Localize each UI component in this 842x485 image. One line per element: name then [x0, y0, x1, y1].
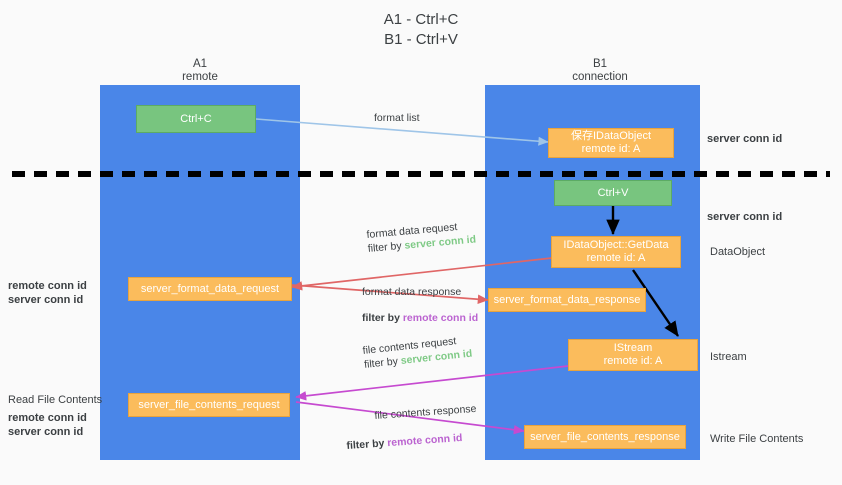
filter-prefix: filter by: [363, 355, 402, 371]
lane-header-a1: A1 remote: [125, 58, 275, 84]
annotation-dataobject: DataObject: [710, 246, 766, 258]
edge-label-format-list: format list: [374, 112, 420, 124]
lane-a1-sub: remote: [182, 71, 218, 83]
node-istream-line1: IStream: [613, 342, 653, 354]
annotation-left-conn-ids-2: remote conn id server conn id: [8, 411, 87, 439]
annotation-server-conn-id-top: server conn id: [707, 133, 783, 145]
node-server-file-contents-request[interactable]: server_file_contents_request: [128, 393, 290, 417]
annotation-server-conn-id-2: server conn id: [8, 426, 84, 438]
edge-label-format-data-response-filter: filter by remote conn id: [362, 311, 478, 325]
node-ctrl-c[interactable]: Ctrl+C: [136, 105, 256, 133]
edge-label-file-contents-request: file contents request filter by server c…: [362, 333, 473, 372]
node-server-format-data-response-label: server_format_data_response: [493, 293, 641, 306]
remote-conn-id-token: remote conn id: [402, 312, 479, 324]
node-istream-line2: remote id: A: [603, 355, 663, 367]
annotation-write-file-contents: Write File Contents: [710, 433, 804, 445]
edge-label-file-contents-response-text: file contents response: [374, 402, 477, 422]
node-server-file-contents-request-label: server_file_contents_request: [138, 398, 280, 411]
title-line-2: B1 - Ctrl+V: [384, 31, 458, 48]
node-save-idataobject-line2: remote id: A: [581, 143, 641, 155]
annotation-read-file-contents: Read File Contents: [8, 394, 103, 406]
diagram-title: A1 - Ctrl+C B1 - Ctrl+V: [0, 10, 842, 50]
annotation-server-conn-id-mid: server conn id: [707, 211, 783, 223]
node-idataobject-getdata[interactable]: IDataObject::GetData remote id: A: [551, 236, 681, 268]
node-ctrl-v[interactable]: Ctrl+V: [554, 180, 672, 206]
remote-conn-id-token: remote conn id: [386, 431, 463, 450]
filter-prefix: filter by: [362, 312, 403, 324]
lane-a1-name: A1: [192, 58, 208, 70]
lane-header-b1: B1 connection: [525, 58, 675, 84]
edge-label-format-data-response: format data response filter by remote co…: [362, 285, 478, 325]
annotation-remote-conn-id-1: remote conn id: [8, 280, 87, 292]
node-save-idataobject-line1: 保存IDataObject: [570, 130, 652, 142]
node-ctrl-v-label: Ctrl+V: [597, 186, 629, 199]
node-save-idataobject[interactable]: 保存IDataObject remote id: A: [548, 128, 674, 158]
lane-b1-name: B1: [592, 58, 608, 70]
node-server-format-data-response[interactable]: server_format_data_response: [488, 288, 646, 312]
node-getdata-line1: IDataObject::GetData: [563, 239, 669, 251]
lane-b1-sub: connection: [572, 71, 628, 83]
edge-label-file-contents-response: file contents response filter by remote …: [346, 402, 479, 452]
annotation-remote-conn-id-2: remote conn id: [8, 412, 87, 424]
annotation-istream: Istream: [710, 351, 747, 363]
node-ctrl-c-label: Ctrl+C: [180, 112, 212, 125]
node-server-format-data-request-label: server_format_data_request: [140, 282, 280, 295]
annotation-server-conn-id-1: server conn id: [8, 294, 84, 306]
edge-label-format-data-response-text: format data response: [362, 286, 462, 298]
annotation-left-conn-ids-1: remote conn id server conn id: [8, 279, 87, 307]
node-server-file-contents-response[interactable]: server_file_contents_response: [524, 425, 686, 449]
edge-label-format-data-request: format data request filter by server con…: [366, 219, 477, 256]
node-server-format-data-request[interactable]: server_format_data_request: [128, 277, 292, 301]
filter-prefix: filter by: [367, 239, 405, 255]
edge-label-file-contents-response-filter: filter by remote conn id: [346, 430, 479, 453]
filter-prefix: filter by: [346, 437, 388, 452]
node-getdata-line2: remote id: A: [586, 252, 646, 264]
node-istream[interactable]: IStream remote id: A: [568, 339, 698, 371]
title-line-1: A1 - Ctrl+C: [383, 11, 459, 28]
node-server-file-contents-response-label: server_file_contents_response: [530, 430, 680, 443]
